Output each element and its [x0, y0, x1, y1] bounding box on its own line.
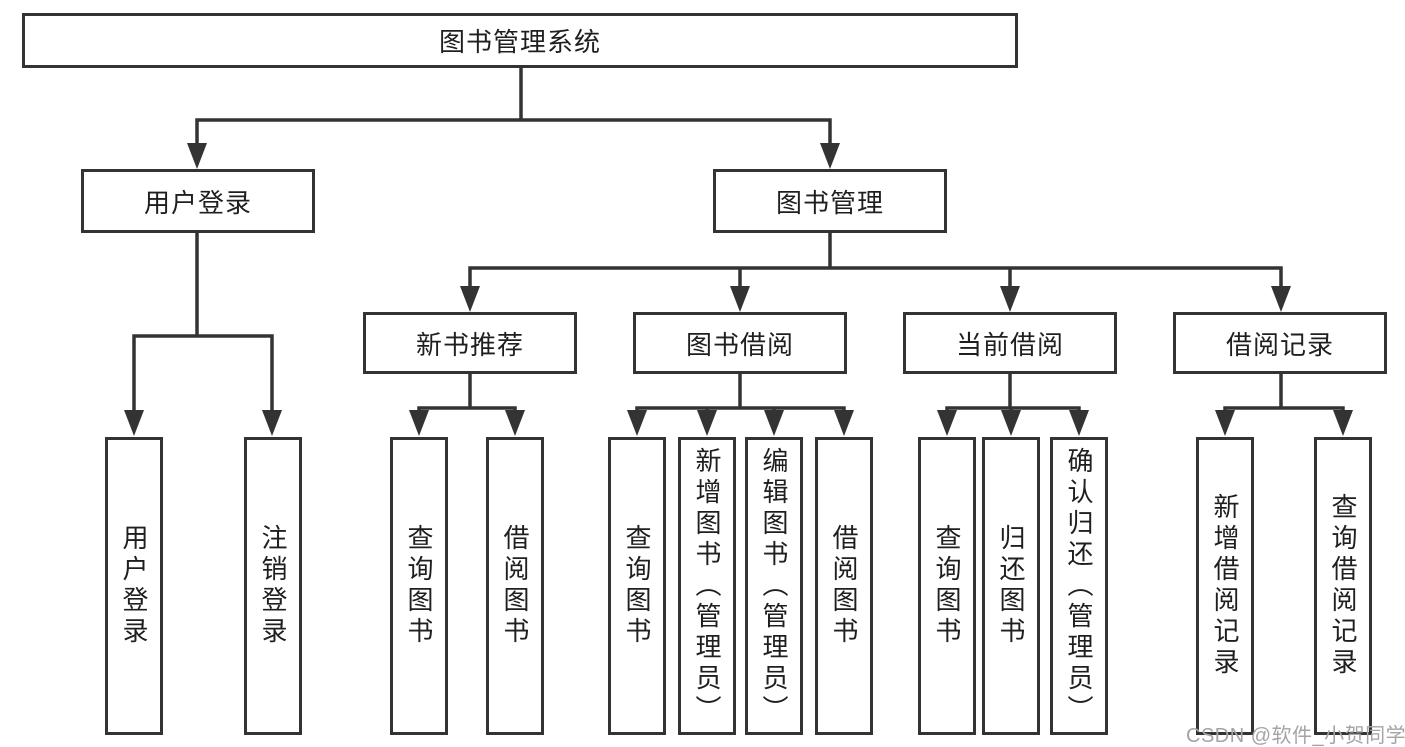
node-book-management: 图书管理 [713, 169, 947, 233]
node-book-borrowing-label: 图书借阅 [685, 329, 794, 360]
leaf-borrow-borrow-books: 借阅图书 [815, 437, 873, 735]
leaf-current-query-books-label: 查询图书 [932, 524, 962, 648]
node-borrowing-records-label: 借阅记录 [1225, 329, 1334, 360]
leaf-logout-login: 注销登录 [244, 437, 302, 735]
leaf-current-confirm-return-admin-label: 确认归还（管理员） [1064, 446, 1094, 726]
node-new-book-recommendation: 新书推荐 [363, 312, 577, 374]
node-book-management-label: 图书管理 [775, 187, 884, 218]
node-user-login: 用户登录 [81, 169, 315, 233]
leaf-logout-login-label: 注销登录 [258, 524, 288, 648]
leaf-recommend-borrow-books: 借阅图书 [486, 437, 544, 735]
node-book-borrowing: 图书借阅 [633, 312, 847, 374]
leaf-user-login: 用户登录 [105, 437, 163, 735]
leaf-records-add-record: 新增借阅记录 [1196, 437, 1254, 735]
leaf-current-confirm-return-admin: 确认归还（管理员） [1050, 437, 1108, 735]
leaf-borrow-add-books-admin-label: 新增图书（管理员） [692, 446, 722, 726]
node-user-login-label: 用户登录 [143, 187, 252, 218]
node-root: 图书管理系统 [22, 13, 1018, 68]
leaf-borrow-query-books-label: 查询图书 [622, 524, 652, 648]
node-new-book-recommendation-label: 新书推荐 [415, 329, 524, 360]
leaf-current-return-books-label: 归还图书 [996, 524, 1026, 648]
node-borrowing-records: 借阅记录 [1173, 312, 1387, 374]
leaf-borrow-query-books: 查询图书 [608, 437, 666, 735]
leaf-recommend-query-books: 查询图书 [390, 437, 448, 735]
node-current-borrowing-label: 当前借阅 [955, 329, 1064, 360]
leaf-current-return-books: 归还图书 [982, 437, 1040, 735]
leaf-borrow-add-books-admin: 新增图书（管理员） [678, 437, 736, 735]
leaf-recommend-query-books-label: 查询图书 [404, 524, 434, 648]
leaf-borrow-borrow-books-label: 借阅图书 [829, 524, 859, 648]
leaf-records-query-record: 查询借阅记录 [1314, 437, 1372, 735]
leaf-current-query-books: 查询图书 [918, 437, 976, 735]
csdn-watermark: CSDN @软件_小贺同学 [1186, 725, 1405, 747]
node-root-label: 图书管理系统 [438, 27, 601, 57]
leaf-borrow-edit-books-admin: 编辑图书（管理员） [745, 437, 803, 735]
node-current-borrowing: 当前借阅 [903, 312, 1117, 374]
leaf-recommend-borrow-books-label: 借阅图书 [500, 524, 530, 648]
leaf-borrow-edit-books-admin-label: 编辑图书（管理员） [759, 446, 789, 726]
leaf-records-query-record-label: 查询借阅记录 [1328, 493, 1358, 679]
leaf-user-login-label: 用户登录 [119, 524, 149, 648]
leaf-records-add-record-label: 新增借阅记录 [1210, 493, 1240, 679]
